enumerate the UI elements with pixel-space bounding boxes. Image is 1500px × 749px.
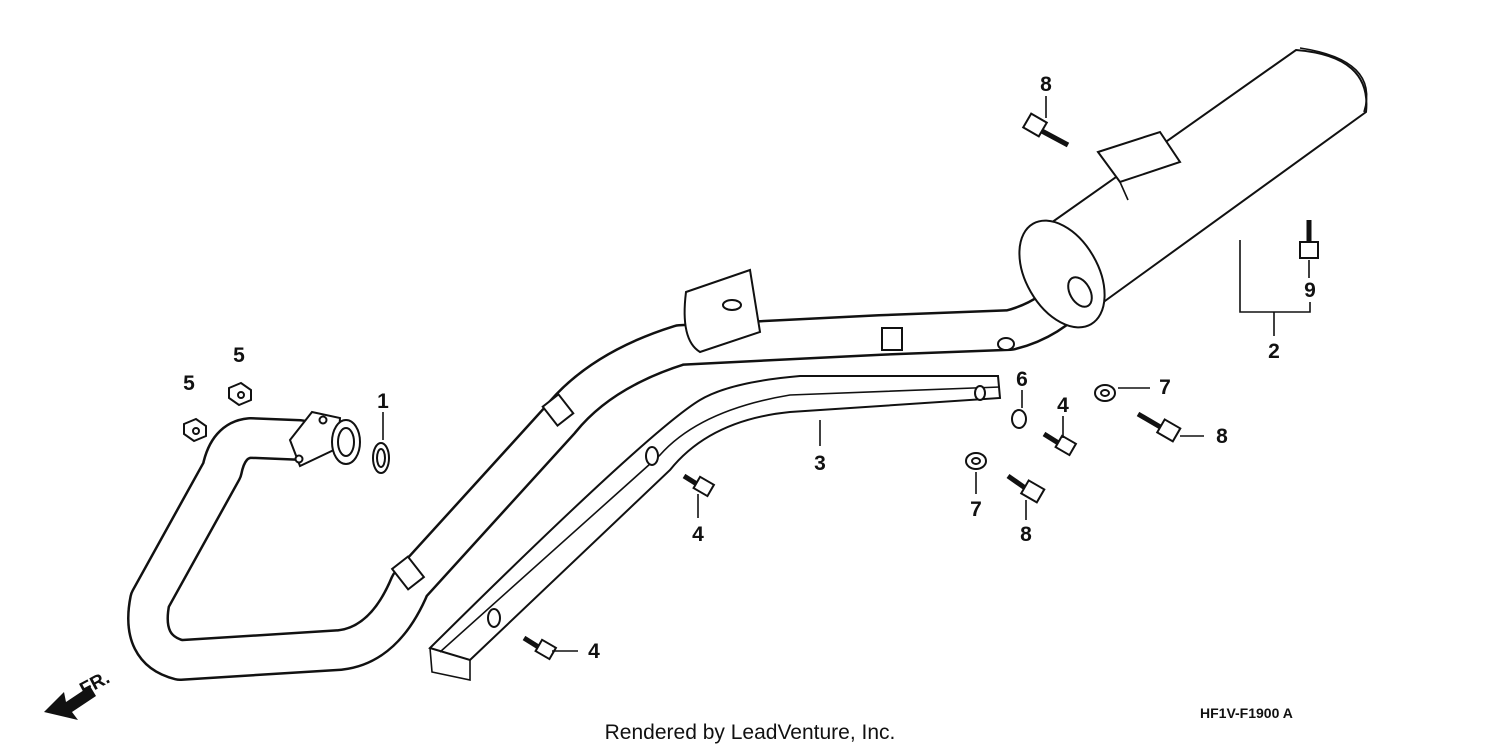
callout-7a: 7 [1159,376,1171,399]
heat-protector [428,375,1002,681]
gasket [372,442,390,474]
exhaust-flange [288,410,361,468]
callout-4b: 4 [1057,394,1069,417]
bolt-8b [1136,411,1182,443]
bolt-9 [1299,220,1319,259]
bolt-8c [1006,473,1046,504]
washer-7b-hole [971,457,981,465]
bolt-4b [1042,431,1078,457]
exhaust-pipe [127,269,1096,681]
leader-lines [382,96,1311,652]
washer-6 [1011,409,1027,429]
callout-4a: 4 [692,523,704,546]
bolt-4c [522,635,558,661]
callout-2: 2 [1268,340,1280,363]
front-direction-arrow-icon [44,686,96,720]
nut-5b [228,381,252,407]
callout-8b: 8 [1216,425,1228,448]
muffler [997,47,1368,351]
nut-5a [183,417,207,443]
callout-8a: 8 [1040,73,1052,96]
callout-7b: 7 [970,498,982,521]
callout-4c: 4 [588,640,600,663]
callout-5b: 5 [233,344,245,367]
footer-credit: Rendered by LeadVenture, Inc. [605,721,896,744]
pipe-bracket [683,268,762,354]
callout-3: 3 [814,452,826,475]
diagram-code: HF1V-F1900 A [1200,705,1293,721]
callout-1: 1 [377,390,389,413]
callout-8c: 8 [1020,523,1032,546]
callout-9: 9 [1304,279,1316,302]
bolt-8a [1021,112,1070,148]
callout-5a: 5 [183,372,195,395]
washer-7a-hole [1100,389,1110,397]
callout-6: 6 [1016,368,1028,391]
bolt-4a [682,473,716,498]
